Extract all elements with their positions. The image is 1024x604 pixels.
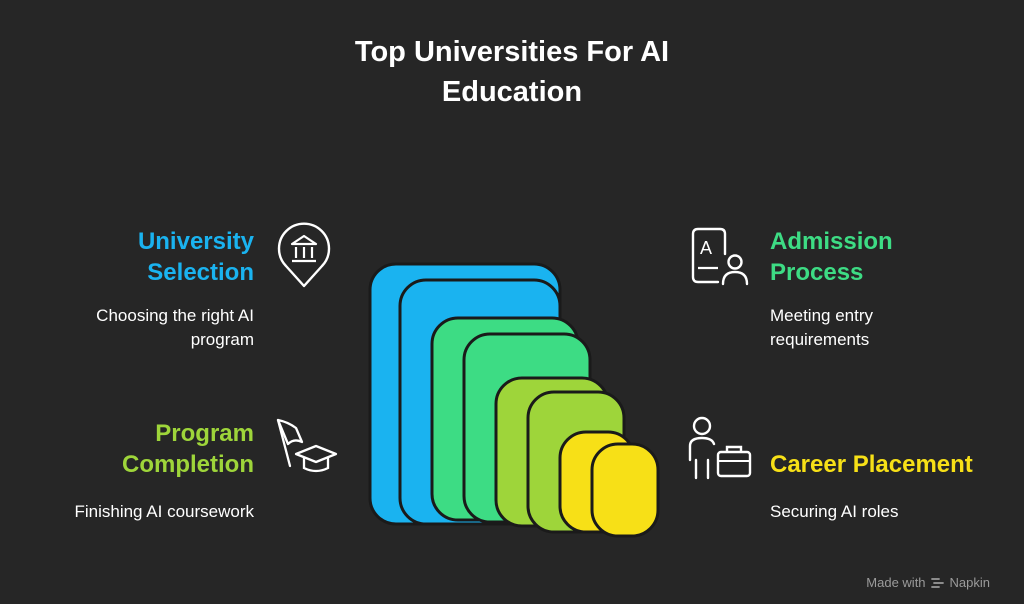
career-placement-heading-line-1: Career Placement [770, 451, 973, 478]
napkin-watermark: Made with Napkin [866, 575, 990, 590]
person-briefcase-icon [688, 416, 752, 480]
program-completion-description: Finishing AI coursework [20, 500, 254, 524]
graduation-cap-icon [276, 418, 338, 473]
program-completion-description-line-1: Finishing AI coursework [74, 502, 254, 521]
university-selection-heading: University Selection [60, 226, 254, 288]
title-line-2: Education [441, 76, 583, 108]
admission-process-heading-line-1: Admission [770, 228, 893, 255]
career-placement-description: Securing AI roles [770, 500, 990, 524]
made-with-label: Made with [866, 575, 926, 590]
career-placement-description-line-1: Securing AI roles [770, 502, 899, 521]
application-form-icon: A [691, 227, 749, 286]
napkin-logo-icon [930, 577, 944, 588]
admission-process-description: Meeting entry requirements [770, 304, 990, 352]
program-completion-heading-line-1: Program [155, 420, 254, 447]
page-title: Top Universities For AI Education [0, 32, 1024, 112]
university-selection-description: Choosing the right AI program [20, 304, 254, 352]
university-selection-description-line-1: Choosing the right AI [96, 306, 254, 325]
program-completion-heading-line-2: Completion [122, 451, 254, 478]
svg-text:A: A [700, 238, 712, 258]
stack-layer-8 [590, 442, 660, 538]
university-selection-heading-line-1: University [137, 228, 254, 255]
university-selection-heading-line-2: Selection [147, 259, 254, 286]
admission-process-heading: Admission Process [770, 226, 990, 288]
admission-process-heading-line-2: Process [770, 259, 864, 286]
admission-process-description-line-2: requirements [770, 330, 870, 349]
university-selection-description-line-2: program [190, 330, 254, 349]
admission-process-description-line-1: Meeting entry [770, 306, 873, 325]
title-line-1: Top Universities For AI [354, 36, 670, 68]
university-location-icon [277, 222, 331, 288]
career-placement-heading: Career Placement [770, 449, 1010, 480]
program-completion-heading: Program Completion [60, 418, 254, 480]
napkin-brand-label: Napkin [949, 575, 990, 590]
